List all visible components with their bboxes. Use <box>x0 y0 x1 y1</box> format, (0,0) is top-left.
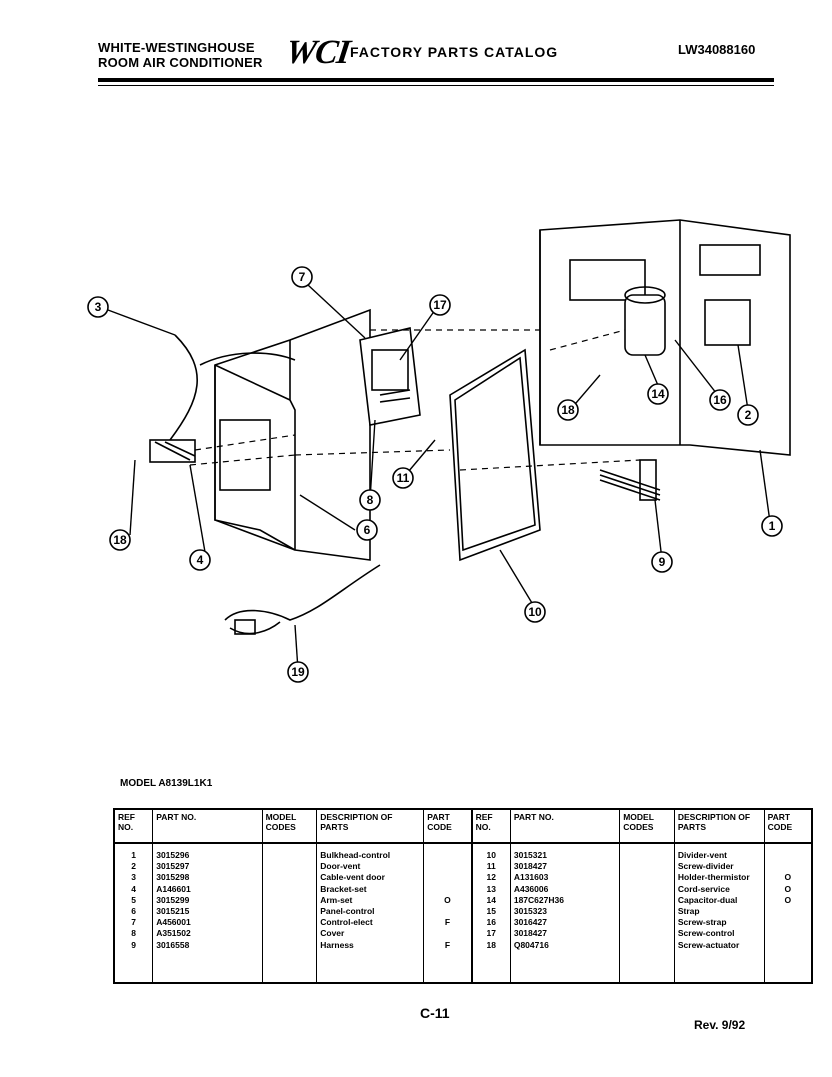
right-model-column <box>619 842 675 984</box>
revision-label: Rev. 9/92 <box>694 1018 746 1032</box>
parts-table: REF NO. PART NO. MODEL CODES DESCRIPTION… <box>113 808 813 984</box>
left-model-column <box>261 842 318 984</box>
header-model-codes-2: MODEL CODES <box>619 808 675 844</box>
callout-4: 4 <box>197 553 204 567</box>
page-number: C-11 <box>420 1005 450 1021</box>
callout-2: 2 <box>745 408 752 422</box>
callout-17: 17 <box>433 298 447 312</box>
brand-block: WHITE-WESTINGHOUSE ROOM AIR CONDITIONER <box>98 40 263 70</box>
bulkhead-window <box>219 419 271 491</box>
callout-labels <box>87 266 783 683</box>
right-part-column: 3015321 3018427 A131603 A436006 187C627H… <box>509 842 621 984</box>
header-model-codes: MODEL CODES <box>261 808 318 844</box>
model-label: MODEL A8139L1K1 <box>120 778 213 789</box>
divider-vent-shape <box>449 348 541 562</box>
exploded-parts-diagram: 3 7 17 18 4 8 6 11 10 19 18 14 16 2 1 9 <box>87 219 791 683</box>
right-ref-column: 10 11 12 13 14 15 16 17 18 <box>470 842 511 984</box>
callout-3: 3 <box>95 300 102 314</box>
table-row: 1 2 3 4 5 6 7 8 9 3015296 3015297 301529… <box>113 842 813 984</box>
header-description: DESCRIPTION OF PARTS <box>316 808 425 844</box>
callout-19: 19 <box>291 665 305 679</box>
brand-line-1: WHITE-WESTINGHOUSE <box>98 40 255 55</box>
right-desc-column: Divider-vent Screw-divider Holder-thermi… <box>673 842 765 984</box>
header-ref-no-2: REF NO. <box>470 808 511 844</box>
callout-9: 9 <box>659 555 666 569</box>
header-part-no-2: PART NO. <box>509 808 621 844</box>
right-code-column: O O O <box>763 842 813 984</box>
callout-18-right: 18 <box>561 403 575 417</box>
callout-1: 1 <box>769 519 776 533</box>
callout-16: 16 <box>713 393 727 407</box>
catalog-number: LW34088160 <box>678 42 756 57</box>
callout-18-left: 18 <box>113 533 127 547</box>
header-part-code-2: PART CODE <box>763 808 813 844</box>
callout-6: 6 <box>364 523 371 537</box>
catalog-title: FACTORY PARTS CATALOG <box>350 44 559 60</box>
header-description-2: DESCRIPTION OF PARTS <box>673 808 765 844</box>
left-desc-column: Bulkhead-control Door-vent Cable-vent do… <box>316 842 425 984</box>
compressor-shape <box>624 294 666 356</box>
callout-11: 11 <box>397 471 410 485</box>
header-ref-no: REF NO. <box>113 808 154 844</box>
callout-10: 10 <box>528 605 542 619</box>
control-panel-shape <box>359 327 421 426</box>
header-part-no: PART NO. <box>152 808 263 844</box>
left-part-column: 3015296 3015297 3015298 A146601 3015299 … <box>152 842 263 984</box>
bulkhead-shape <box>214 308 371 561</box>
header-part-code: PART CODE <box>423 808 473 844</box>
header-rule-thick <box>98 78 774 82</box>
bracket-shape <box>149 439 196 463</box>
wci-logo: WCI <box>283 34 352 71</box>
service-cord-shape <box>224 564 381 621</box>
header-rule-thin <box>98 85 774 86</box>
callout-7: 7 <box>299 270 306 284</box>
brand-line-2: ROOM AIR CONDITIONER <box>98 55 263 70</box>
left-code-column: O F F <box>423 842 473 984</box>
table-header-row: REF NO. PART NO. MODEL CODES DESCRIPTION… <box>113 808 813 844</box>
callout-8: 8 <box>367 493 374 507</box>
left-ref-column: 1 2 3 4 5 6 7 8 9 <box>113 842 154 984</box>
callout-14: 14 <box>651 387 665 401</box>
